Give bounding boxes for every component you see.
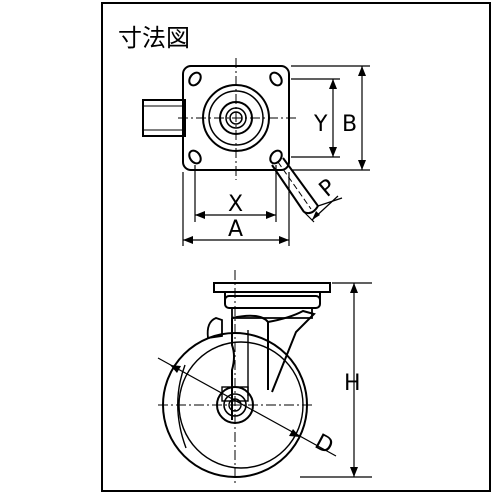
mount-hole-2: [269, 71, 283, 87]
label-x: X: [228, 192, 243, 217]
dim-line-d: [157, 357, 337, 457]
side-view: [158, 270, 331, 486]
drawing-frame: [101, 2, 491, 492]
mount-hole-4: [269, 149, 283, 165]
drawing-title: 寸法図: [118, 24, 190, 52]
label-h: H: [344, 371, 361, 396]
label-a: A: [228, 217, 243, 242]
label-y: Y: [313, 112, 328, 137]
mount-hole-1: [188, 71, 202, 87]
side-view-dimensions: [157, 282, 372, 478]
label-p: P: [315, 175, 341, 203]
top-view-dimensions: [182, 65, 370, 246]
top-view: [142, 58, 319, 215]
label-b: B: [342, 112, 357, 137]
side-top-plate: [213, 282, 331, 293]
mount-hole-3: [188, 149, 202, 165]
